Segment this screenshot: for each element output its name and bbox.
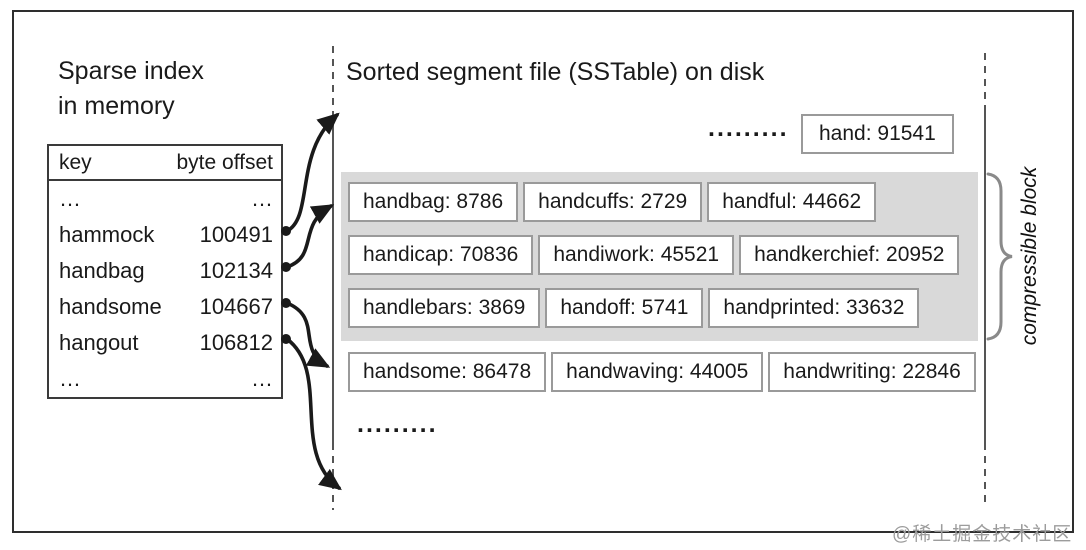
cell-key: … [59,366,81,391]
sparse-index-table: key byte offset … … hammock 100491 handb… [47,144,283,399]
sstable-entry: handbag: 8786 [348,182,519,222]
header-byte-offset: byte offset [176,150,273,174]
cell-offset: 106812 [199,330,273,355]
sstable-entry: handicap: 70836 [348,235,534,275]
compressible-block-label: compressible block [1018,166,1041,346]
sstable-row-3: handlebars: 3869 handoff: 5741 handprint… [348,288,920,328]
cell-key: handsome [59,294,162,319]
header-key: key [59,150,92,174]
sstable-entry: handoff: 5741 [545,288,704,328]
table-row: … … [49,361,281,397]
cell-key: handbag [59,258,145,283]
sstable-row-4: handsome: 86478 handwaving: 44005 handwr… [348,352,976,392]
cell-offset: 102134 [199,258,273,283]
sstable-entry: handsome: 86478 [348,352,547,392]
sstable-row-2: handicap: 70836 handiwork: 45521 handker… [348,235,960,275]
table-row: handbag 102134 [49,253,281,289]
sstable-row-1: handbag: 8786 handcuffs: 2729 handful: 4… [348,182,877,222]
table-row: … … [49,181,281,217]
sstable-entry: handprinted: 33632 [708,288,920,328]
sstable-entry: handlebars: 3869 [348,288,541,328]
cell-offset: 104667 [199,294,273,319]
cell-key: hammock [59,222,155,247]
title-sstable-on-disk: Sorted segment file (SSTable) on disk [346,58,765,86]
table-row: handsome 104667 [49,289,281,325]
table-row: hammock 100491 [49,217,281,253]
sstable-entry: handful: 44662 [707,182,877,222]
cell-key: hangout [59,330,139,355]
title-sparse-index: Sparse index in memory [58,57,204,120]
cell-offset: … [251,366,273,391]
sstable-entry-hand: hand: 91541 [801,114,954,154]
cell-offset: … [251,186,273,211]
ellipsis-dots-bottom: ......... [357,410,438,438]
sstable-entry: handiwork: 45521 [538,235,735,275]
cell-key: … [59,186,81,211]
sstable-entry: handkerchief: 20952 [739,235,960,275]
ellipsis-dots-top: ......... [708,114,789,142]
cell-offset: 100491 [199,222,273,247]
index-table-header: key byte offset [49,146,281,181]
table-row: hangout 106812 [49,325,281,361]
watermark-text: @稀土掘金技术社区 [892,524,1073,545]
sstable-entry: handwaving: 44005 [551,352,764,392]
sstable-entry: handcuffs: 2729 [523,182,703,222]
sstable-entry: handwriting: 22846 [768,352,976,392]
